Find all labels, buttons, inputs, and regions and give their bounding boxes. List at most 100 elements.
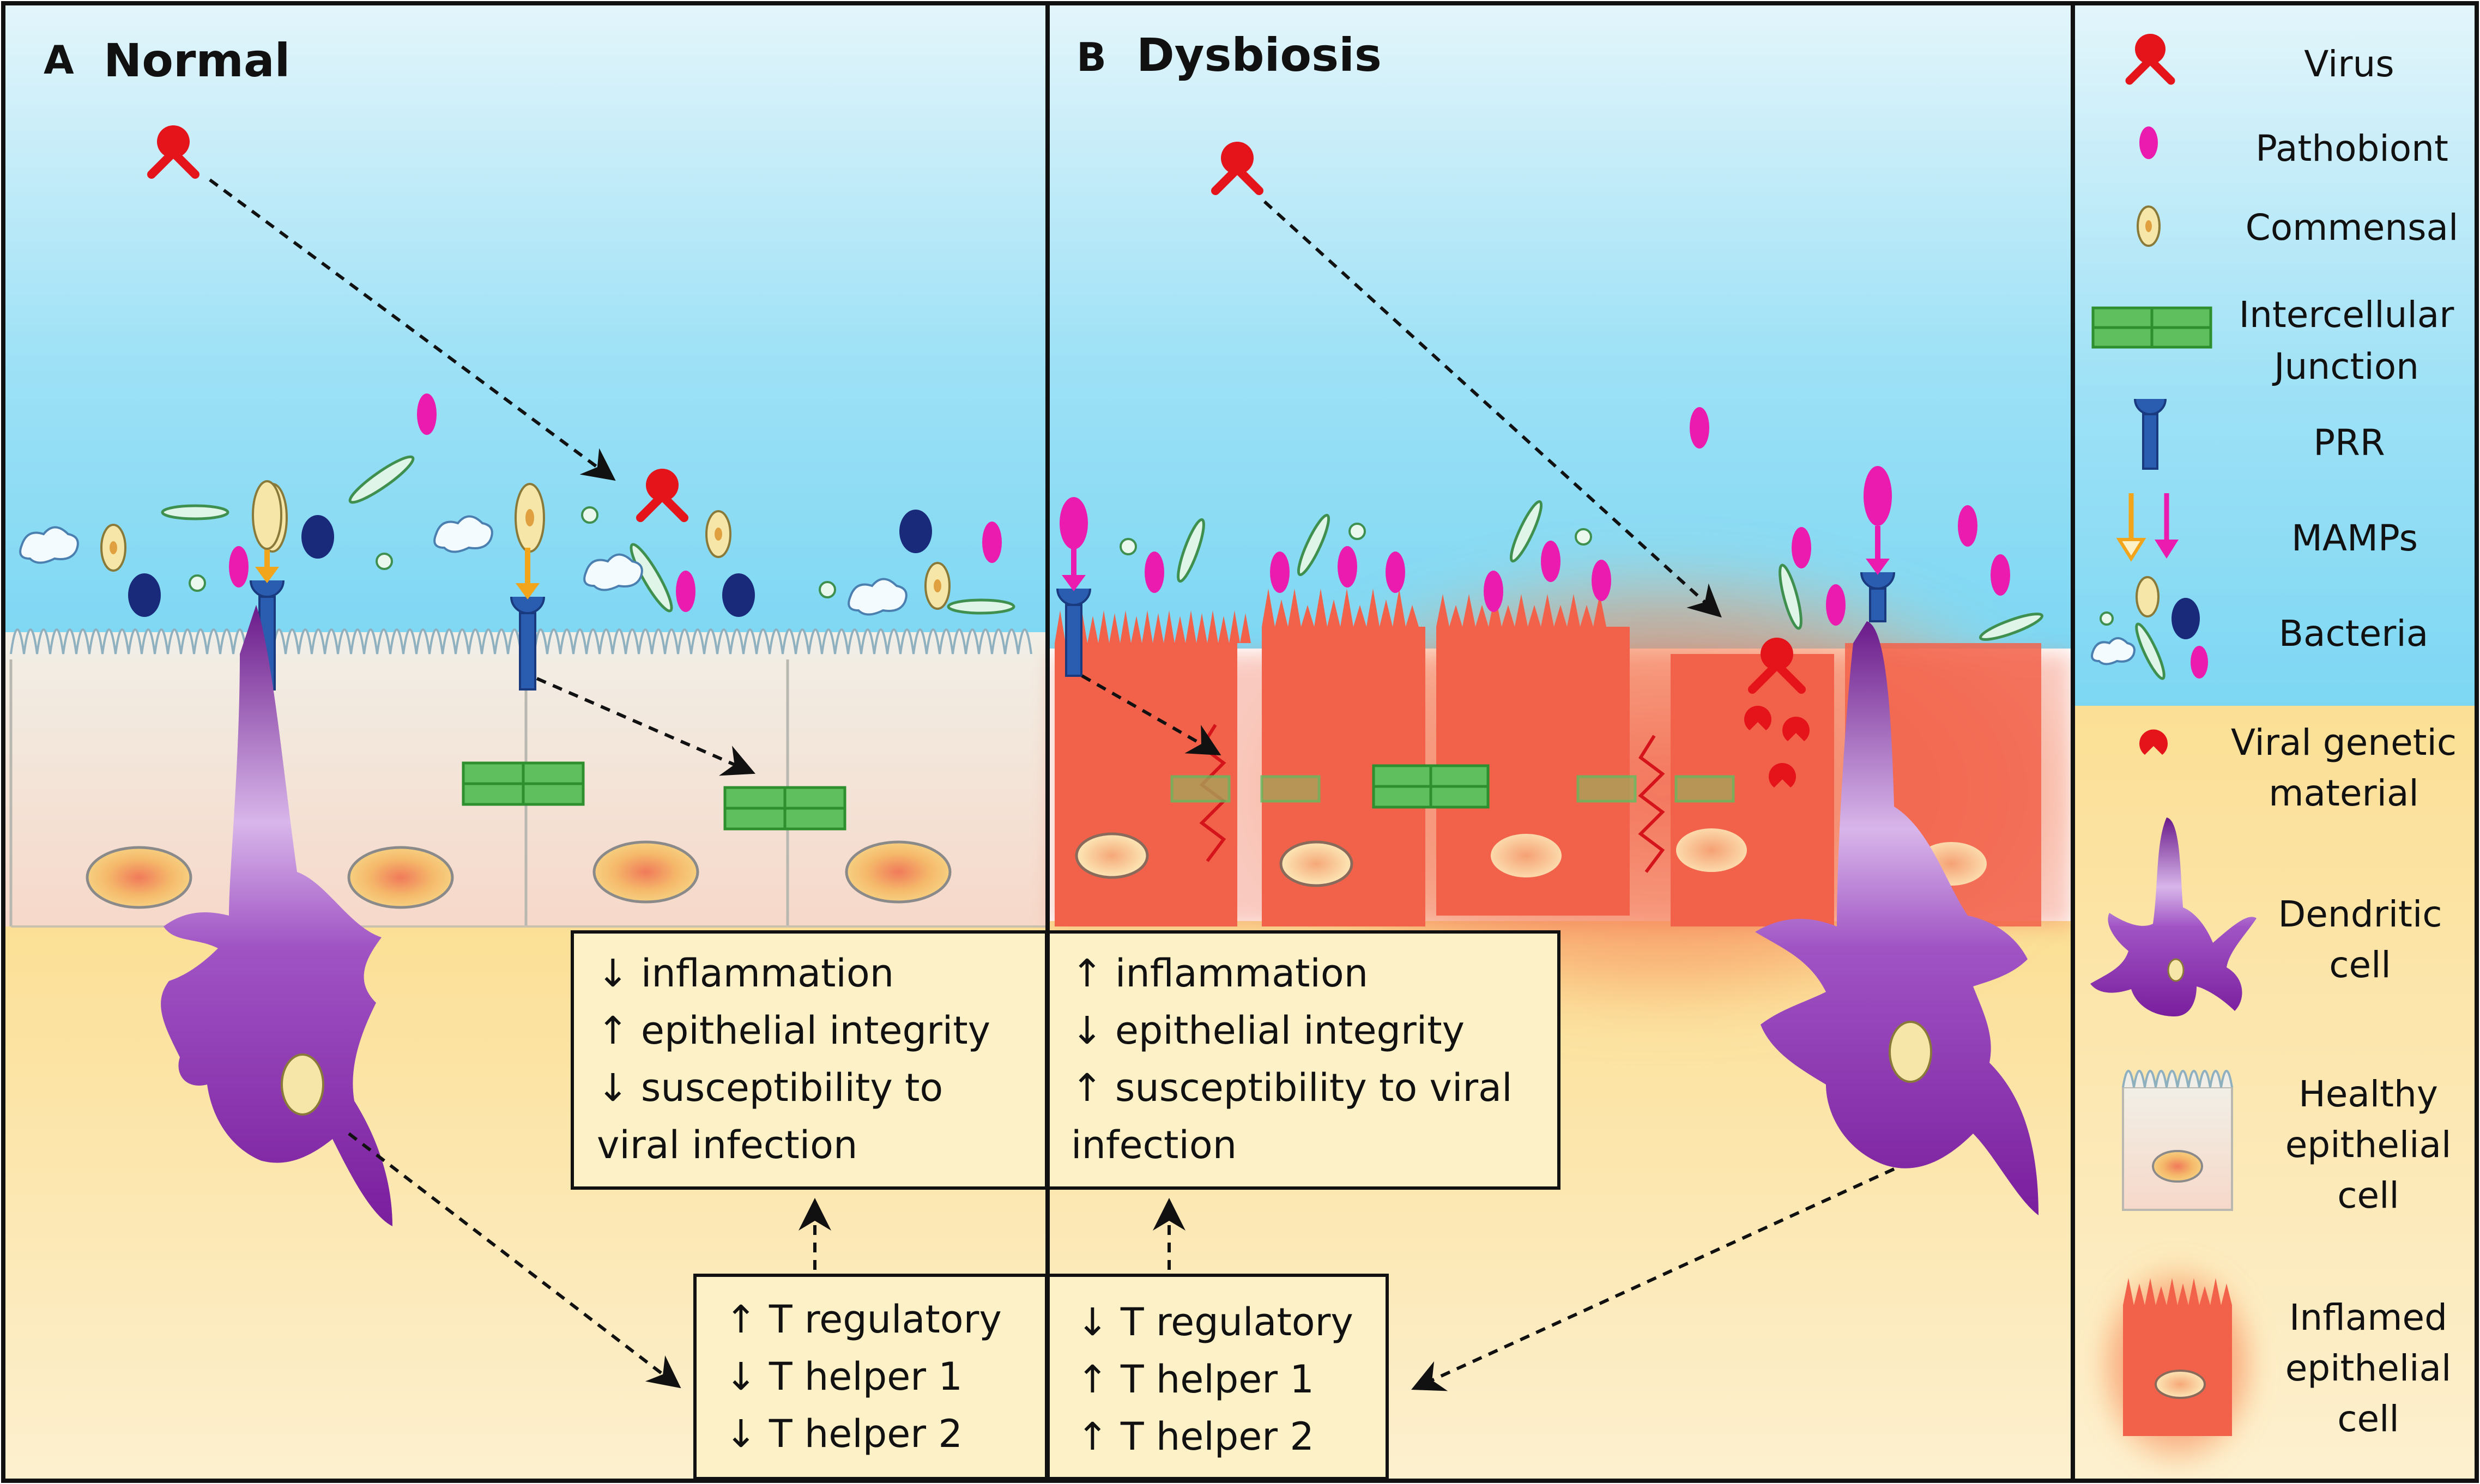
legend-label: Intercellular <box>2239 294 2455 336</box>
legend-label: epithelial <box>2285 1124 2452 1166</box>
virus-icon <box>147 125 199 179</box>
commensal-icon <box>2137 205 2161 247</box>
bacterium <box>1779 564 1802 630</box>
prr-icon <box>510 548 545 690</box>
lumen-region <box>5 5 2072 649</box>
bacterium <box>161 504 229 520</box>
dendritic-cell <box>1755 621 2039 1215</box>
panel-b-microbes <box>1120 142 2044 641</box>
pathobiont <box>229 546 249 587</box>
legend-label: Healthy <box>2298 1073 2438 1115</box>
mamps-icon <box>2116 493 2179 562</box>
commensal <box>252 480 282 550</box>
pathway-arrows <box>209 178 1895 1391</box>
bacterium <box>947 598 1015 615</box>
legend-label: Commensal <box>2246 207 2459 249</box>
outcome-line: ↑ inflammation <box>1071 951 1368 996</box>
tcell-line: ↑ T regulatory <box>725 1297 1002 1342</box>
legend-label: cell <box>2337 1398 2399 1440</box>
bacterium <box>1348 523 1366 540</box>
bacterium <box>848 578 908 616</box>
legend-label: epithelial <box>2285 1347 2452 1389</box>
outcome-line: ↓ inflammation <box>597 951 894 996</box>
intercellular-junction <box>1372 764 1490 809</box>
legend-label: Pathobiont <box>2255 128 2448 169</box>
intercellular-junction-icon <box>2091 306 2212 349</box>
tcell-line: ↑ T helper 1 <box>1076 1357 1314 1402</box>
virus-icon <box>1748 638 1806 694</box>
panel-b-outcome-box: ↑ inflammation ↓ epithelial integrity ↑ … <box>1045 930 1560 1190</box>
pathobiont <box>1145 552 1164 593</box>
bacterium <box>1979 613 2044 641</box>
pathobiont <box>1826 584 1846 626</box>
virus-icon <box>2125 34 2175 85</box>
outcome-line: infection <box>1071 1123 1237 1167</box>
panel-a-title: Normal <box>104 34 290 87</box>
bacterium <box>19 526 79 564</box>
commensal <box>100 524 126 572</box>
panel-b-tcell-box: ↓ T regulatory ↑ T helper 1 ↑ T helper 2 <box>1045 1274 1389 1480</box>
bacterium <box>128 573 161 617</box>
legend-label: Virus <box>2304 43 2394 85</box>
bacterium <box>819 581 836 598</box>
bacterium <box>1575 528 1592 546</box>
pathobiont <box>1958 505 1977 547</box>
outcome-line: ↑ epithelial integrity <box>597 1008 990 1053</box>
bacterium <box>899 510 932 553</box>
commensal <box>515 483 545 553</box>
pathobiont <box>1484 571 1503 612</box>
virus-icon <box>1211 142 1263 195</box>
legend-label: Dendritic <box>2278 893 2442 935</box>
pathobiont <box>1386 552 1405 593</box>
outcome-line: ↑ susceptibility to viral <box>1071 1065 1513 1110</box>
bacterium <box>376 553 393 570</box>
bacteria-icon <box>2091 576 2208 680</box>
bacterium <box>189 574 206 592</box>
bacterium <box>722 573 755 617</box>
intercellular-junction <box>462 761 585 806</box>
healthy-epithelial-cell-icon <box>2122 1070 2233 1211</box>
inflamed-epithelial-cell-icon <box>2090 1256 2265 1474</box>
legend: Virus Pathobiont Commensal Intercellular… <box>2074 5 2475 1479</box>
pathobiont <box>1592 560 1611 601</box>
tcell-line: ↓ T helper 1 <box>725 1354 963 1399</box>
pathobiont <box>1690 407 1709 449</box>
dendritic-cell <box>161 605 392 1226</box>
legend-label: MAMPs <box>2291 517 2418 559</box>
panel-b-letter: B <box>1076 34 1106 80</box>
bacterium <box>583 553 643 591</box>
outcome-line: viral infection <box>597 1123 857 1167</box>
pathobiont <box>1270 552 1290 593</box>
pathobiont <box>1792 527 1811 568</box>
viral-genetic-material-icon <box>2139 729 2168 755</box>
legend-label: cell <box>2337 1174 2399 1216</box>
bacterium <box>630 543 673 613</box>
viral-genetic-material-icon <box>1744 705 1810 788</box>
pathobiont <box>982 522 1002 563</box>
bacterium <box>1297 513 1330 577</box>
tcell-line: ↑ T helper 2 <box>1076 1414 1314 1459</box>
panel-a-tcell-box: ↑ T regulatory ↓ T helper 1 ↓ T helper 2 <box>693 1274 1048 1480</box>
tcell-line: ↓ T regulatory <box>1076 1300 1353 1344</box>
prr-icon <box>1860 466 1895 622</box>
legend-label: material <box>2269 772 2418 814</box>
intercellular-junction <box>723 786 846 831</box>
bacterium <box>348 455 415 504</box>
prr-icon <box>1056 497 1091 677</box>
pathobiont <box>1541 541 1560 582</box>
commensal <box>924 562 951 610</box>
panel-a-outcome-box: ↓ inflammation ↑ epithelial integrity ↓ … <box>571 930 1048 1190</box>
legend-label: cell <box>2329 944 2391 986</box>
virus-icon <box>636 469 688 522</box>
panel-b-title: Dysbiosis <box>1136 28 1382 82</box>
panel-a-letter: A <box>44 37 74 83</box>
tcell-line: ↓ T helper 2 <box>725 1412 963 1456</box>
dendritic-cell-icon <box>2090 817 2257 1016</box>
legend-label: Junction <box>2272 346 2419 387</box>
pathobiont <box>1991 554 2010 596</box>
commensal <box>705 510 731 558</box>
legend-label: Viral genetic <box>2231 722 2457 764</box>
legend-label: Bacteria <box>2279 613 2428 655</box>
